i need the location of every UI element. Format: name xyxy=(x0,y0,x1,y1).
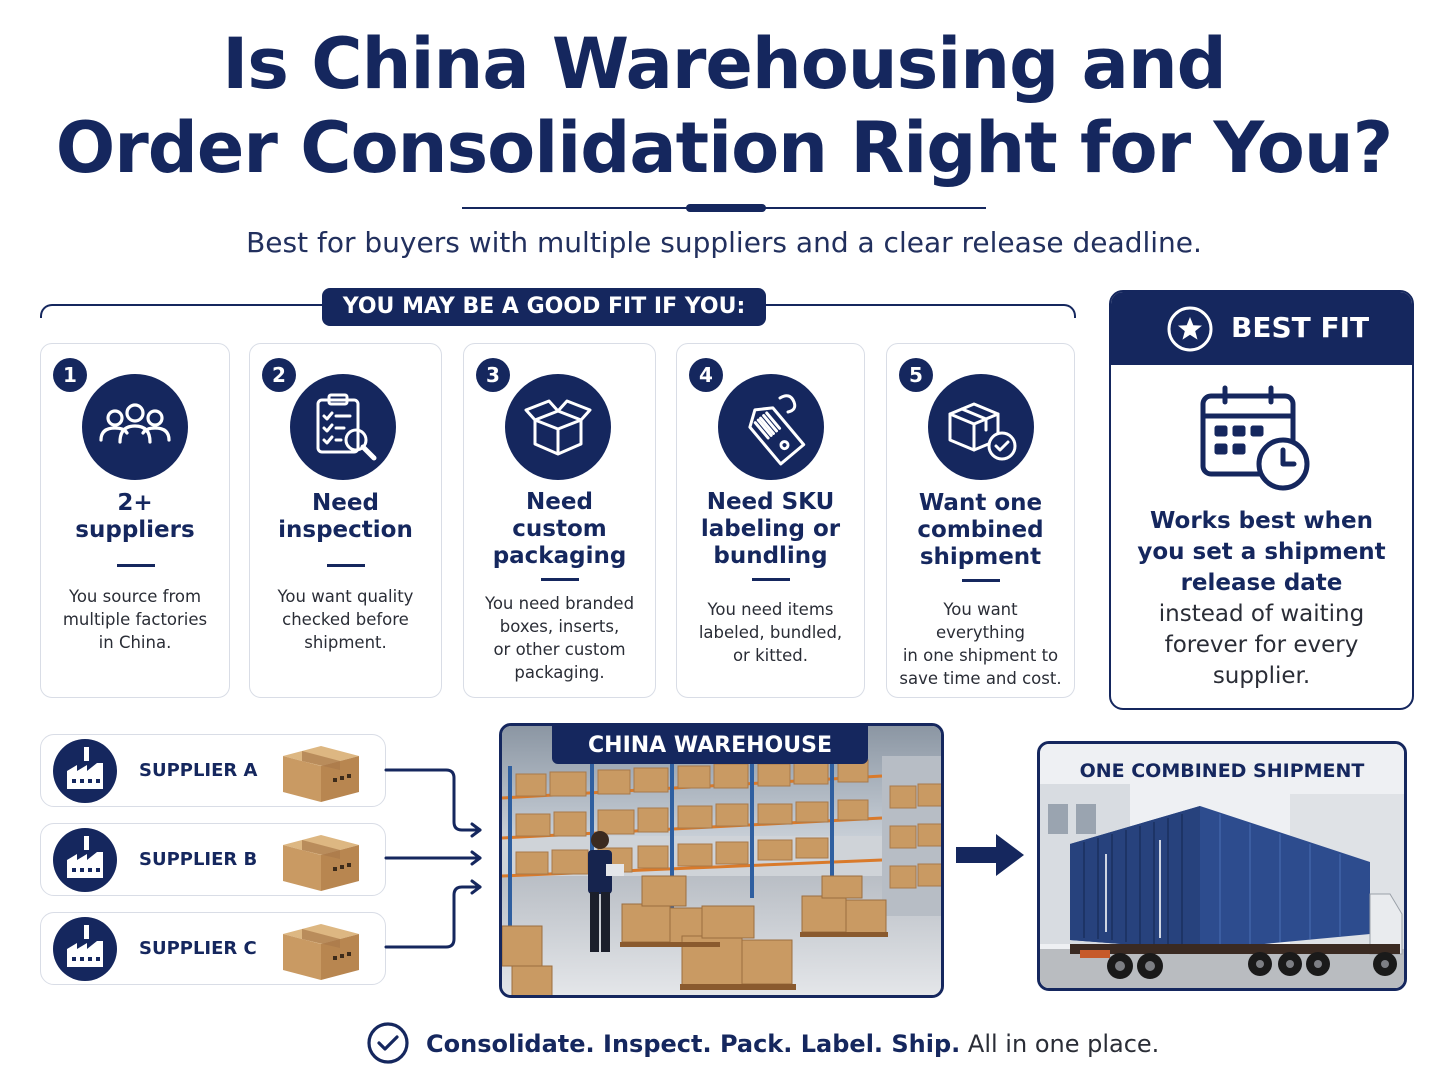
supplier-c: SUPPLIER C xyxy=(40,912,386,985)
title-line-2: Order Consolidation Right for You? xyxy=(55,107,1394,189)
card-number: 2 xyxy=(262,358,296,392)
arrow-right-icon xyxy=(956,832,1026,882)
card-number: 4 xyxy=(689,358,723,392)
warehouse-label: CHINA WAREHOUSE xyxy=(552,726,868,764)
fit-card-packaging: 3 Need custom packaging You need branded… xyxy=(463,343,656,698)
card-rule xyxy=(752,578,790,581)
card-description: You want quality checked before shipment… xyxy=(277,587,414,652)
best-fit-title: BEST FIT xyxy=(1231,311,1370,344)
warehouse-worker xyxy=(588,831,624,952)
supplier-a: SUPPLIER A xyxy=(40,734,386,807)
cardboard-box-icon xyxy=(277,738,363,808)
container-truck-illustration xyxy=(1040,744,1404,988)
shipment-photo: ONE COMBINED SHIPMENT xyxy=(1037,741,1407,991)
fit-card-inspection: 2 Need inspection You want quality check… xyxy=(249,343,442,698)
supplier-label: SUPPLIER C xyxy=(139,938,257,959)
footer-text: Consolidate. Inspect. Pack. Label. Ship.… xyxy=(426,1028,1159,1060)
open-box-icon xyxy=(505,374,611,480)
warehouse-photo: CHINA WAREHOUSE xyxy=(499,723,944,998)
card-rule xyxy=(962,579,1000,582)
supplier-b: SUPPLIER B xyxy=(40,823,386,896)
card-rule xyxy=(117,564,155,567)
barcode-tag-icon xyxy=(718,374,824,480)
card-title: Want one combined shipment xyxy=(917,490,1044,570)
cardboard-box-icon xyxy=(277,916,363,986)
card-description: You source from multiple factories in Ch… xyxy=(62,587,208,652)
best-fit-text: Works best when you set a shipment relea… xyxy=(1137,508,1386,689)
fit-card-labeling: 4 Need SKU labeling or bundling You need… xyxy=(676,343,865,698)
page-title: Is China Warehousing and Order Consolida… xyxy=(0,22,1448,190)
card-rule xyxy=(541,578,579,581)
card-title: Need custom packaging xyxy=(492,489,627,569)
people-group-icon xyxy=(82,374,188,480)
supplier-label: SUPPLIER A xyxy=(139,760,258,781)
warehouse-illustration xyxy=(502,726,941,995)
footer-rest: All in one place. xyxy=(967,1030,1160,1058)
card-number: 5 xyxy=(899,358,933,392)
fit-card-suppliers: 1 2+ suppliers You source from multiple … xyxy=(40,343,230,698)
check-circle-icon xyxy=(366,1021,410,1069)
card-title: Need inspection xyxy=(278,490,413,543)
card-number: 1 xyxy=(53,358,87,392)
fit-banner: YOU MAY BE A GOOD FIT IF YOU: xyxy=(322,288,766,326)
fit-card-combined-shipment: 5 Want one combined shipment You want ev… xyxy=(886,343,1075,698)
best-fit-panel: BEST FIT Works best when you set a shipm… xyxy=(1109,290,1414,710)
subtitle: Best for buyers with multiple suppliers … xyxy=(246,226,1202,259)
footer-bold: Consolidate. Inspect. Pack. Label. Ship. xyxy=(426,1030,961,1058)
calendar-clock-icon xyxy=(1197,384,1313,500)
shipment-label: ONE COMBINED SHIPMENT xyxy=(1079,760,1365,782)
star-badge-icon xyxy=(1166,305,1214,357)
card-number: 3 xyxy=(476,358,510,392)
title-divider-accent xyxy=(686,204,766,212)
card-rule xyxy=(327,564,365,567)
supplier-connector-arrows xyxy=(380,740,500,964)
card-description: You need items labeled, bundled, or kitt… xyxy=(698,600,843,665)
supplier-label: SUPPLIER B xyxy=(139,849,258,870)
cardboard-box-icon xyxy=(277,827,363,897)
card-title: Need SKU labeling or bundling xyxy=(700,489,841,569)
factory-icon xyxy=(53,828,117,892)
card-description: You want everything in one shipment to s… xyxy=(899,600,1062,688)
factory-icon xyxy=(53,739,117,803)
card-title: 2+ suppliers xyxy=(75,490,195,543)
box-check-icon xyxy=(928,374,1034,480)
clipboard-magnifier-icon xyxy=(290,374,396,480)
factory-icon xyxy=(53,917,117,981)
card-description: You need branded boxes, inserts, or othe… xyxy=(484,594,635,682)
title-line-1: Is China Warehousing and xyxy=(222,23,1227,105)
best-fit-header: BEST FIT xyxy=(1111,292,1412,365)
